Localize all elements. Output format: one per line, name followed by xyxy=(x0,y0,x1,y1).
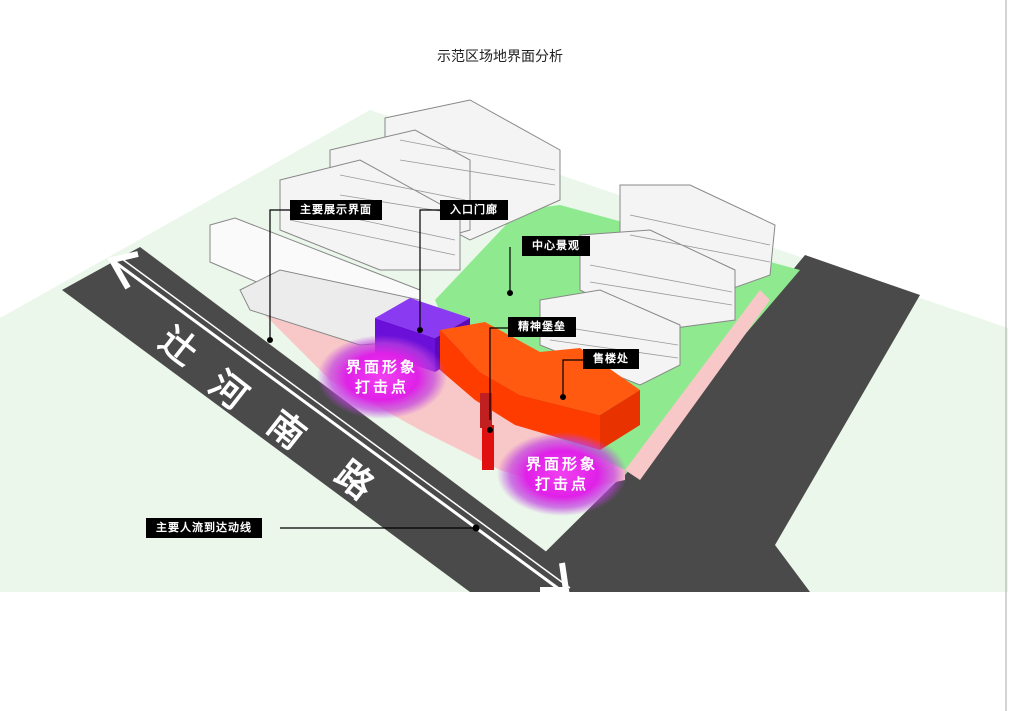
hotspot-1-line1: 界面形象 xyxy=(345,358,418,376)
sales-office-front xyxy=(440,330,600,450)
hotspot-glow-2 xyxy=(497,432,627,516)
residential-buildings xyxy=(209,99,776,386)
spirit-fortress-top xyxy=(480,393,492,428)
leader-dots xyxy=(267,290,566,532)
label-main-display: 主要展示界面 xyxy=(290,200,382,220)
pink-strip-east xyxy=(625,290,770,480)
leader-lines xyxy=(269,209,583,529)
hotspot-2: 界面形象 打击点 xyxy=(512,454,612,494)
sales-office-side xyxy=(600,390,640,450)
arrow-south xyxy=(540,562,570,593)
entrance-roof xyxy=(375,298,470,338)
hotspot-1: 界面形象 打击点 xyxy=(332,357,432,397)
label-spirit-fortress: 精神堡垒 xyxy=(508,317,576,337)
road-centerline xyxy=(111,258,564,594)
hotspot-1-line2: 打击点 xyxy=(354,378,409,396)
label-central-landscape: 中心景观 xyxy=(522,236,590,256)
hotspot-2-line1: 界面形象 xyxy=(525,455,598,473)
arrow-north xyxy=(107,251,139,290)
road-centerline-2 xyxy=(117,255,571,589)
hotspot-2-line2: 打击点 xyxy=(534,475,589,493)
page-title: 示范区场地界面分析 xyxy=(437,49,563,65)
hotspot-glow-1 xyxy=(317,335,447,419)
label-entrance: 入口门廊 xyxy=(440,200,508,220)
spirit-fortress-column xyxy=(482,425,494,470)
east-road xyxy=(505,255,920,592)
label-pedestrian-route: 主要人流到达动线 xyxy=(146,518,262,538)
label-sales-office: 售楼处 xyxy=(583,349,639,369)
